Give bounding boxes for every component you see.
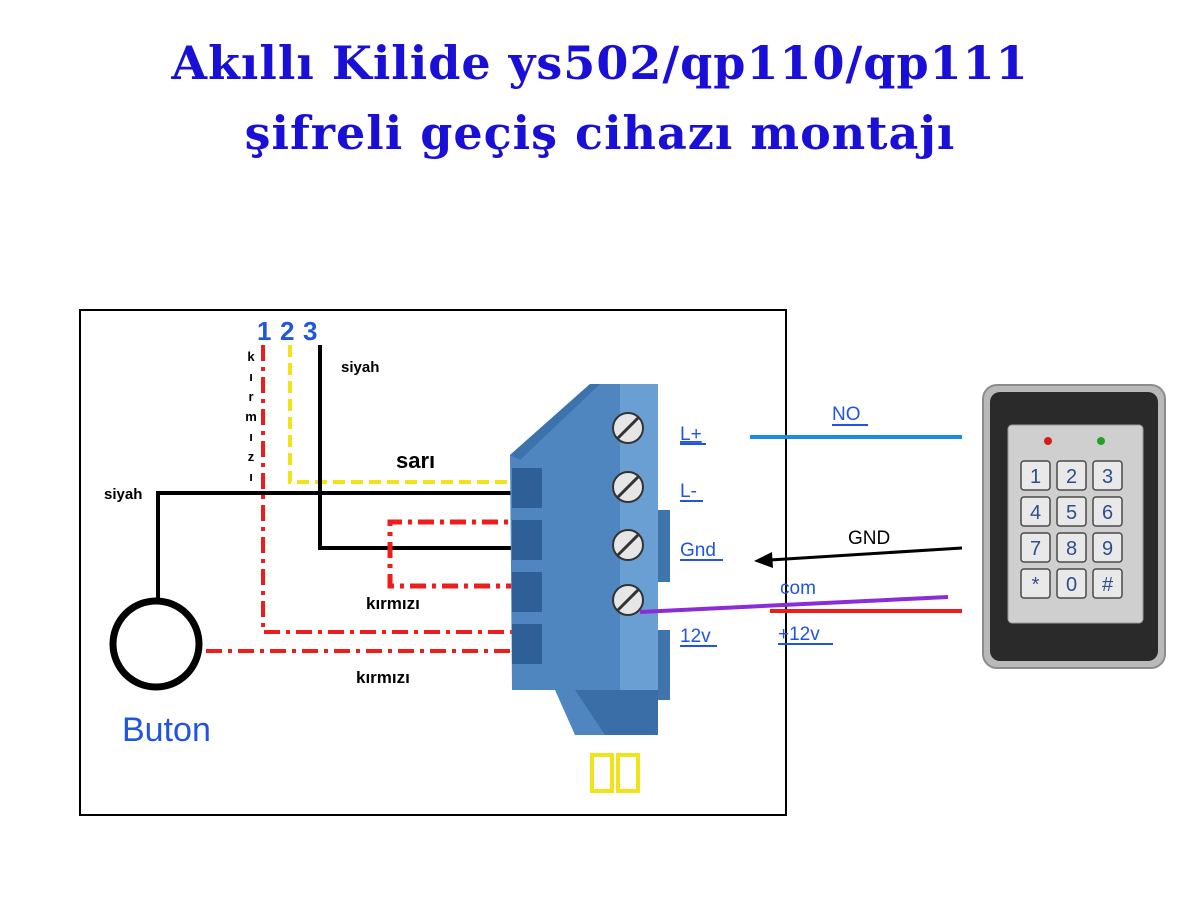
- keypad-key-label: 2: [1066, 466, 1077, 488]
- vertical-letter: ı: [249, 469, 253, 484]
- label-siyah-left: siyah: [104, 486, 142, 503]
- led-green-icon: [1097, 437, 1105, 445]
- terminal-label-l-plus: L+: [680, 424, 702, 445]
- keypad-key: [1092, 532, 1123, 563]
- keypad-key: [1056, 496, 1087, 527]
- keypad-key-label: 1: [1030, 466, 1041, 488]
- keypad-key: [1020, 460, 1051, 491]
- label-gnd: GND: [848, 528, 890, 549]
- keypad-key: [1092, 496, 1123, 527]
- lock-frame: [79, 309, 787, 816]
- keypad-key-label: 3: [1102, 466, 1113, 488]
- label-kirmizi-upper: kırmızı: [366, 594, 420, 613]
- wire-number-2: 2: [280, 316, 294, 346]
- keypad-key-label: 4: [1030, 502, 1041, 524]
- keypad-key-label: 8: [1066, 538, 1077, 560]
- vertical-letter: z: [248, 449, 255, 464]
- vertical-letter: ı: [249, 369, 253, 384]
- terminal-block: [510, 384, 670, 735]
- keypad-key-label: #: [1102, 574, 1114, 596]
- wire-gnd: [769, 546, 963, 562]
- keypad-key: [1092, 568, 1123, 599]
- arrow-icon: [754, 552, 773, 568]
- yellow-marker: [616, 753, 640, 793]
- yellow-marker: [590, 753, 614, 793]
- wire-number-3: 3: [303, 316, 317, 346]
- vertical-letter: r: [248, 389, 253, 404]
- wire-red-loop: [387, 519, 530, 589]
- vertical-letter: m: [245, 409, 257, 424]
- keypad-key: [1020, 532, 1051, 563]
- label-no: NO: [832, 404, 861, 425]
- wire-red-1: [261, 345, 520, 634]
- led-red-icon: [1044, 437, 1052, 445]
- keypad-key-label: 0: [1066, 574, 1077, 596]
- title-line-1: Akıllı Kilide ys502/qp110/qp111: [171, 36, 1029, 90]
- keypad-key: [1020, 496, 1051, 527]
- keypad-key-label: 5: [1066, 502, 1077, 524]
- terminal-label-gnd: Gnd: [680, 540, 716, 561]
- keypad-key: [1020, 568, 1051, 599]
- keypad-key-label: 6: [1102, 502, 1113, 524]
- wire-yellow-2: [288, 345, 530, 484]
- wire-number-1: 1: [257, 316, 271, 346]
- vertical-letter: ı: [249, 429, 253, 444]
- label-plus12v: +12v: [778, 624, 820, 645]
- keypad-key-label: 9: [1102, 538, 1113, 560]
- keypad-key: [1056, 460, 1087, 491]
- terminal-label-12v: 12v: [680, 626, 711, 647]
- keypad-key: [1056, 532, 1087, 563]
- label-siyah-top: siyah: [341, 359, 379, 376]
- button-label: Buton: [122, 711, 211, 749]
- vertical-letter: k: [247, 349, 255, 364]
- wire-com: [639, 595, 949, 614]
- label-sari: sarı: [396, 448, 435, 473]
- wire-black-3: [318, 345, 525, 550]
- label-com: com: [780, 578, 816, 599]
- button-circle: [109, 597, 203, 691]
- keypad-device: 1 2 3 4 5 6 7 8 9 * 0 #: [982, 384, 1166, 669]
- title-line-2: şifreli geçiş cihazı montajı: [244, 106, 956, 160]
- keypad-key-label: *: [1032, 574, 1040, 596]
- keypad-key-label: 7: [1030, 538, 1041, 560]
- terminal-label-l-minus: L-: [680, 481, 697, 502]
- keypad-key: [1056, 568, 1087, 599]
- keypad-key: [1092, 460, 1123, 491]
- label-kirmizi-lower: kırmızı: [356, 668, 410, 687]
- wire-black-button: [156, 491, 525, 600]
